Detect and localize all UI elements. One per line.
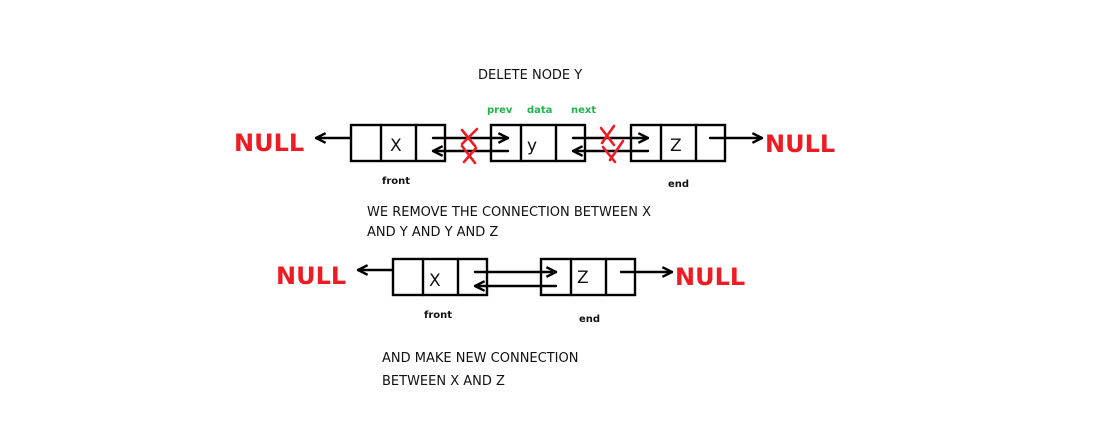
node-x-value: X (390, 136, 402, 156)
node-z-after: Z (539, 257, 637, 297)
front-label-before: front (382, 176, 410, 187)
node-x-after: X (391, 257, 489, 297)
null-right-before: NULL (765, 130, 835, 158)
label-prev: prev (487, 105, 513, 116)
node-z-value: Z (670, 136, 682, 156)
cross-y-z-bottom (601, 139, 625, 164)
null-left-before: NULL (234, 129, 304, 157)
end-label-before: end (668, 179, 689, 190)
diagram-title: DELETE NODE Y (478, 68, 582, 83)
cross-y-z-top (599, 124, 616, 147)
node-x-before: X (349, 123, 447, 163)
label-next: next (571, 105, 596, 116)
front-label-after: front (424, 310, 452, 321)
caption-1-line-2: AND Y AND Y AND Z (367, 225, 498, 240)
after-row: NULL X front Z end NULL (276, 257, 745, 325)
node-y-before: y (489, 123, 587, 163)
cross-x-y-top (460, 127, 479, 148)
end-label-after: end (579, 314, 600, 325)
node-z-before: Z (629, 123, 727, 163)
node-z-after-value: Z (577, 268, 589, 288)
null-right-after: NULL (675, 263, 745, 291)
cross-x-y-bottom (460, 144, 478, 165)
label-data: data (527, 105, 552, 116)
caption-2-line-2: BETWEEN X AND Z (382, 374, 505, 389)
before-row: NULL X front y Z end (234, 123, 835, 190)
caption-2-line-1: AND MAKE NEW CONNECTION (382, 351, 578, 366)
caption-1-line-1: WE REMOVE THE CONNECTION BETWEEN X (367, 205, 651, 220)
node-x-after-value: X (429, 271, 441, 291)
null-left-after: NULL (276, 262, 346, 290)
node-y-value: y (527, 136, 537, 156)
